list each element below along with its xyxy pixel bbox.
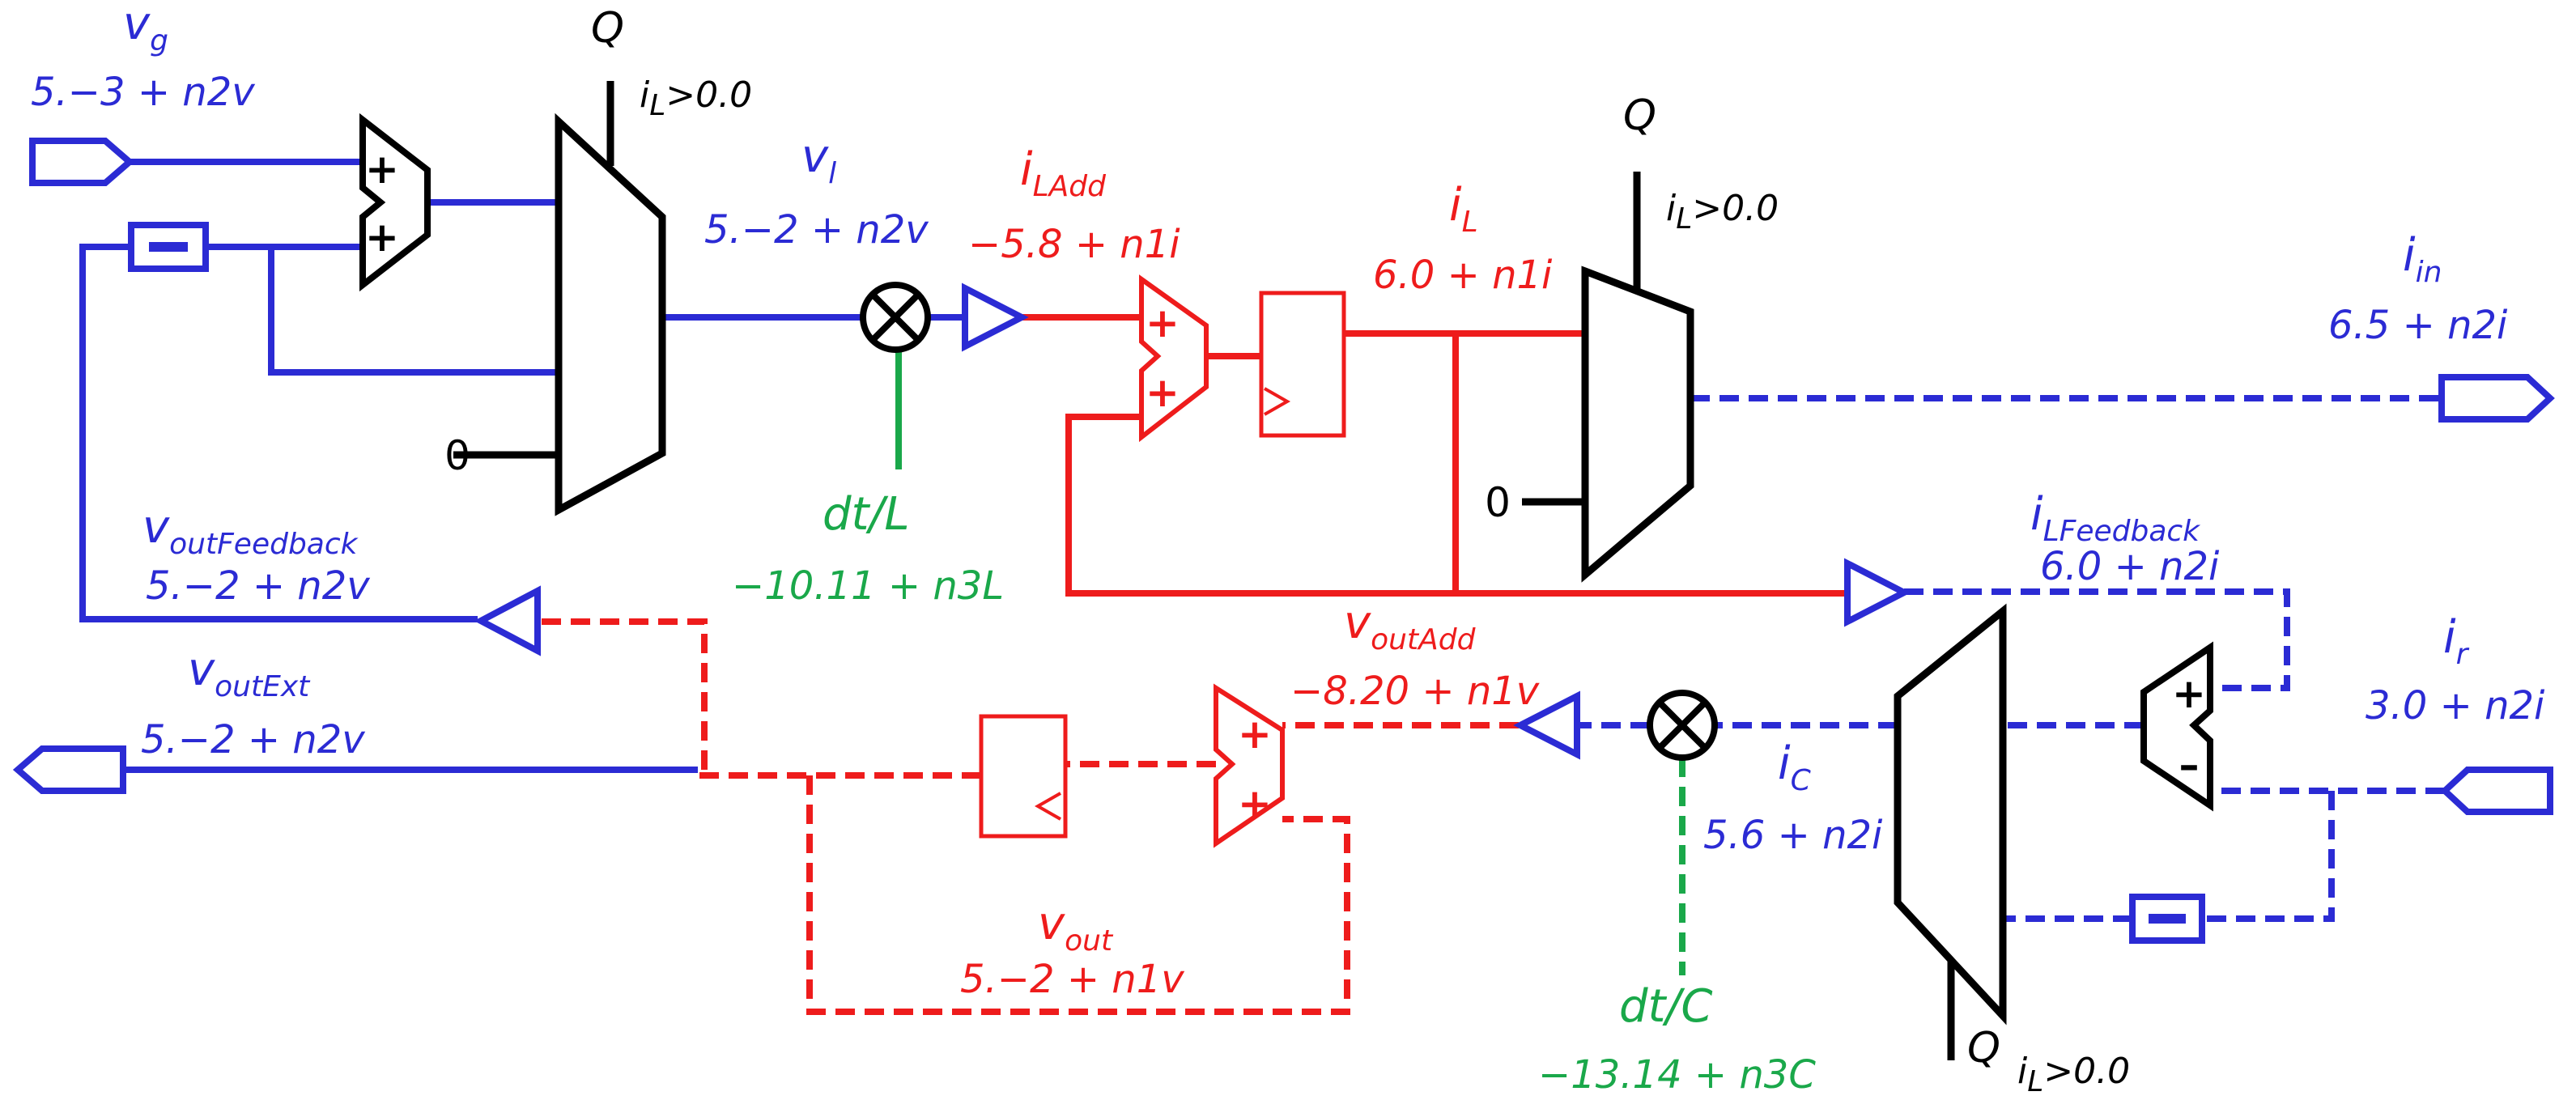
wire-vout-loop bbox=[806, 775, 1350, 1015]
mux1-condition: iL>0.0 bbox=[640, 74, 752, 122]
svg-text:3.0 + n2i: 3.0 + n2i bbox=[2366, 683, 2545, 728]
mux1-select-label: Q bbox=[591, 4, 624, 53]
label-ilfeedback: iLFeedback 6.0 + n2i bbox=[2030, 488, 2220, 589]
mux2-zero-input: 0 bbox=[1485, 479, 1511, 526]
label-ic: iC 5.6 + n2i bbox=[1703, 737, 1883, 858]
label-voutfeedback: voutFeedback 5.−2 + n2v bbox=[142, 501, 370, 609]
svg-text:5.−2 + n2v: 5.−2 + n2v bbox=[704, 207, 929, 253]
green-dashed-wires bbox=[895, 350, 1685, 975]
blue-dashed-wires bbox=[1577, 395, 2445, 922]
mux1-zero-input: 0 bbox=[444, 432, 470, 479]
subtractor-1: + – bbox=[2140, 641, 2213, 812]
adder-2: + + bbox=[1139, 274, 1209, 443]
buffer-3 bbox=[1844, 558, 1911, 627]
wire-node-to-buffer2 bbox=[538, 618, 708, 770]
multiplier-1 bbox=[860, 282, 931, 353]
adder-1: + + bbox=[359, 113, 431, 292]
svg-text:5.−2 + n2v: 5.−2 + n2v bbox=[146, 563, 370, 609]
adder2-sign-bottom: + bbox=[1146, 369, 1180, 416]
svg-text:voutAdd: voutAdd bbox=[1344, 597, 1477, 656]
svg-text:5.6 + n2i: 5.6 + n2i bbox=[1703, 813, 1883, 858]
red-solid-wires bbox=[1022, 314, 1846, 597]
input-port-ir bbox=[2440, 767, 2553, 815]
svg-text:iL: iL bbox=[1449, 179, 1478, 239]
svg-text:voutFeedback: voutFeedback bbox=[142, 501, 359, 561]
mux2-condition: iL>0.0 bbox=[1666, 188, 1779, 236]
input-port-vg bbox=[29, 138, 135, 186]
adder2-sign-top: + bbox=[1146, 299, 1180, 346]
negate-block-2 bbox=[2129, 894, 2205, 944]
label-vout: vout 5.−2 + n1v bbox=[960, 898, 1184, 1002]
svg-text:−10.11 + n3L: −10.11 + n3L bbox=[732, 563, 1004, 609]
adder1-sign-top: + bbox=[365, 146, 399, 193]
adder3-sign-bottom: + bbox=[1238, 780, 1272, 827]
adder-3: + + bbox=[1214, 683, 1285, 848]
mux3-condition: iL>0.0 bbox=[2017, 1051, 2130, 1098]
label-dt-over-c: dt/C −13.14 + n3C bbox=[1538, 980, 1816, 1098]
output-port-iin bbox=[2438, 374, 2555, 423]
svg-text:voutExt: voutExt bbox=[188, 643, 311, 703]
svg-text:ir: ir bbox=[2443, 611, 2470, 671]
negate-block-1 bbox=[128, 222, 209, 272]
adder3-sign-top: + bbox=[1238, 711, 1272, 758]
svg-text:vg: vg bbox=[123, 0, 168, 57]
svg-text:−8.20 + n1v: −8.20 + n1v bbox=[1290, 669, 1540, 714]
label-iin: iin 6.5 + n2i bbox=[2328, 229, 2508, 348]
svg-text:6.0 + n1i: 6.0 + n1i bbox=[1373, 253, 1553, 298]
svg-text:5.−3 + n2v: 5.−3 + n2v bbox=[31, 70, 255, 115]
svg-text:dt/L: dt/L bbox=[823, 488, 910, 541]
svg-text:5.−2 + n1v: 5.−2 + n1v bbox=[960, 957, 1184, 1002]
wire-ir-branch bbox=[2202, 791, 2335, 922]
svg-text:iC: iC bbox=[1778, 737, 1812, 797]
register-vout bbox=[979, 714, 1068, 839]
mux3-select-label: Q bbox=[1967, 1024, 2000, 1072]
svg-text:vl: vl bbox=[801, 130, 836, 190]
wire-voutfeedback-left-loop bbox=[79, 244, 478, 622]
svg-text:6.0 + n2i: 6.0 + n2i bbox=[2040, 544, 2220, 589]
svg-text:iLFeedback: iLFeedback bbox=[2030, 488, 2201, 548]
svg-text:dt/C: dt/C bbox=[1619, 980, 1712, 1033]
svg-text:iLAdd: iLAdd bbox=[1020, 143, 1107, 203]
register-il bbox=[1259, 291, 1346, 438]
svg-text:iin: iin bbox=[2403, 229, 2442, 289]
output-port-voutext bbox=[12, 745, 126, 794]
multiplexer-2: Q iL>0.0 0 bbox=[1485, 91, 1779, 583]
red-dashed-wires bbox=[538, 618, 1519, 1015]
multiplier-2 bbox=[1647, 690, 1718, 761]
label-voutext: voutExt 5.−2 + n2v bbox=[141, 643, 365, 762]
buffer-2 bbox=[474, 585, 541, 656]
svg-text:6.5 + n2i: 6.5 + n2i bbox=[2328, 303, 2508, 348]
mux2-select-label: Q bbox=[1623, 91, 1656, 140]
label-voutadd: voutAdd −8.20 + n1v bbox=[1290, 597, 1540, 714]
wire-feedback-to-mux1 bbox=[268, 247, 559, 376]
wire-il-feedback-loop bbox=[1065, 333, 1459, 597]
label-ir: ir 3.0 + n2i bbox=[2366, 611, 2545, 728]
multiplexer-1: Q iL>0.0 0 bbox=[444, 4, 752, 516]
label-iladd: iLAdd −5.8 + n1i bbox=[968, 143, 1180, 267]
label-dt-over-l: dt/L −10.11 + n3L bbox=[732, 488, 1004, 609]
blue-solid-wires bbox=[79, 159, 963, 773]
label-il: iL 6.0 + n1i bbox=[1373, 179, 1553, 298]
wire-buffer3-to-sub1 bbox=[1904, 588, 2290, 691]
subtractor1-sign-top: + bbox=[2172, 670, 2206, 717]
adder1-sign-bottom: + bbox=[365, 214, 399, 261]
svg-text:5.−2 + n2v: 5.−2 + n2v bbox=[141, 717, 365, 762]
subtractor1-sign-bottom: – bbox=[2179, 741, 2200, 788]
svg-text:−13.14 + n3C: −13.14 + n3C bbox=[1538, 1052, 1816, 1098]
buffer-1 bbox=[962, 282, 1029, 352]
svg-text:−5.8 + n1i: −5.8 + n1i bbox=[968, 222, 1180, 267]
label-vl: vl 5.−2 + n2v bbox=[704, 130, 929, 253]
buffer-4 bbox=[1513, 690, 1580, 760]
svg-text:vout: vout bbox=[1038, 898, 1114, 958]
multiplexer-3: Q iL>0.0 bbox=[1894, 603, 2130, 1098]
label-vg: vg 5.−3 + n2v bbox=[31, 0, 255, 115]
